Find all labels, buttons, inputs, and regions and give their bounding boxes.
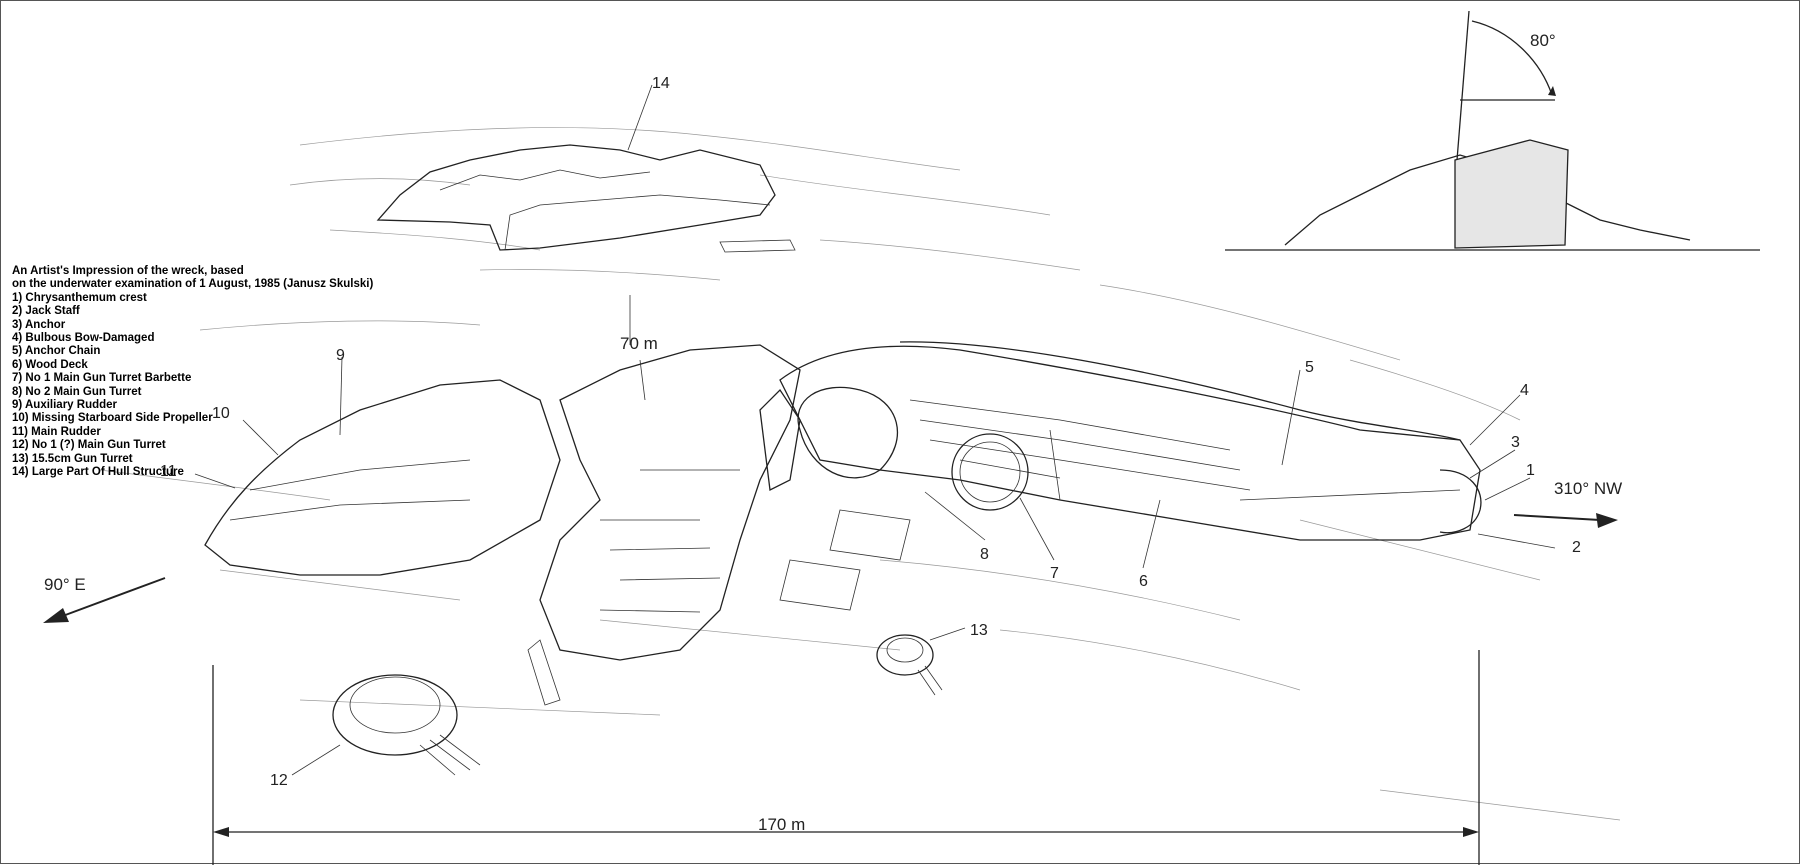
heading-label-nw: 310° NW xyxy=(1554,479,1622,498)
legend-item: 3) Anchor xyxy=(12,318,66,331)
callout-6: 6 xyxy=(1139,573,1148,590)
callout-14: 14 xyxy=(652,75,670,92)
length-dimension-line xyxy=(212,650,1480,865)
callout-4: 4 xyxy=(1520,382,1529,399)
callout-7: 7 xyxy=(1050,565,1059,582)
wreck-hull xyxy=(204,341,1482,576)
callout-5: 5 xyxy=(1305,359,1314,376)
callout-11: 11 xyxy=(160,463,177,480)
callout-leaders xyxy=(194,84,1556,776)
main-gun-turret-12 xyxy=(332,674,481,776)
heading-arrow-e xyxy=(43,577,166,623)
legend-item: 1) Chrysanthemum crest xyxy=(12,291,147,304)
seabed-contours xyxy=(99,127,1621,821)
gun-turret-13 xyxy=(876,634,943,696)
callout-12: 12 xyxy=(270,772,288,789)
legend-item: 2) Jack Staff xyxy=(12,305,80,318)
legend-item: 10) Missing Starboard Side Propeller xyxy=(12,412,213,425)
callout-1: 1 xyxy=(1526,462,1535,479)
legend-item: 12) No 1 (?) Main Gun Turret xyxy=(12,439,166,452)
callout-2: 2 xyxy=(1572,539,1581,556)
legend-item: 6) Wood Deck xyxy=(12,358,88,371)
hull-structure-fragment xyxy=(376,144,796,253)
legend-heading-line-2: on the underwater examination of 1 Augus… xyxy=(12,278,374,291)
distance-label: 70 m xyxy=(620,334,658,353)
heading-label-e: 90° E xyxy=(44,575,86,594)
callout-9: 9 xyxy=(336,347,345,364)
legend-item: 7) No 1 Main Gun Turret Barbette xyxy=(12,372,192,385)
length-label: 170 m xyxy=(758,815,805,834)
debris-field xyxy=(527,344,911,706)
legend-item: 4) Bulbous Bow-Damaged xyxy=(12,332,155,345)
legend-item: 13) 15.5cm Gun Turret xyxy=(12,452,133,465)
callout-8: 8 xyxy=(980,546,989,563)
legend: An Artist's Impression of the wreck, bas… xyxy=(12,265,373,480)
legend-item: 14) Large Part Of Hull Structure xyxy=(12,466,184,479)
legend-heading-line-1: An Artist's Impression of the wreck, bas… xyxy=(12,265,244,277)
legend-item: 9) Auxiliary Rudder xyxy=(12,399,118,412)
callout-13: 13 xyxy=(970,622,988,639)
heading-arrow-nw xyxy=(1513,513,1618,528)
inset-section-view xyxy=(1225,10,1760,251)
callout-3: 3 xyxy=(1511,434,1520,451)
legend-item: 5) Anchor Chain xyxy=(12,345,101,358)
callout-10: 10 xyxy=(212,405,230,422)
angle-label: 80° xyxy=(1530,31,1556,50)
legend-item: 8) No 2 Main Gun Turret xyxy=(12,385,142,398)
legend-item: 11) Main Rudder xyxy=(12,425,101,438)
